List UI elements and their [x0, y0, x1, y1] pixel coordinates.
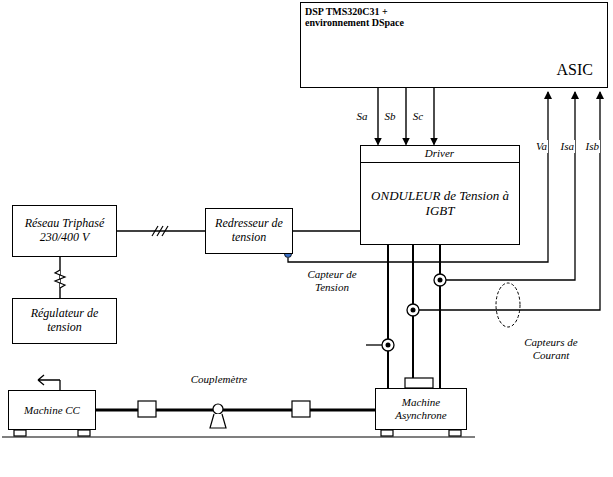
terminal-box — [405, 378, 433, 388]
link-zigzag — [55, 270, 65, 288]
machine-feet — [2, 430, 475, 437]
part-label: Capteurs de Courant — [515, 336, 587, 361]
connector — [293, 230, 360, 231]
regulator-box: Régulateur de tension — [12, 298, 117, 344]
signal-name: Isa — [553, 140, 575, 153]
signal-wire — [288, 92, 548, 262]
node-text: Machine CC — [24, 404, 80, 417]
signal-name: Isb — [578, 140, 600, 153]
connector — [439, 245, 441, 388]
load-arrow — [38, 375, 60, 390]
rectifier-box: Redresseur de tension — [205, 208, 293, 254]
connector — [117, 230, 205, 231]
dc-machine: Machine CC — [8, 390, 96, 430]
signal-name: Sa — [356, 110, 369, 123]
part-label: Capteur de Tension — [300, 268, 364, 293]
node-text: Régulateur de tension — [17, 307, 112, 335]
three-phase-ticks — [152, 226, 168, 236]
sensor-group-ellipse — [496, 283, 520, 327]
node-text: Réseau Triphasé 230/400 V — [17, 217, 112, 245]
node-text: DSP TMS320C31 + environnement DSpace — [305, 6, 435, 28]
connector — [433, 88, 434, 145]
inverter-box: ONDULEUR de Tension à IGBT Driver — [360, 145, 520, 245]
signal-name: Va — [526, 140, 548, 153]
signal-name: Sb — [384, 110, 397, 123]
sensor-dots — [386, 278, 443, 348]
node-text: Redresseur de tension — [210, 217, 288, 245]
controller-box: DSP TMS320C31 + environnement DSpaceASIC — [300, 2, 608, 88]
node-text: ASIC — [557, 61, 593, 79]
current-sensors — [382, 274, 446, 351]
driver-strip: Driver — [360, 145, 520, 163]
connector — [387, 245, 389, 388]
shaft-couplings — [138, 401, 310, 428]
connector — [377, 88, 378, 145]
signal-name: Sc — [412, 110, 424, 123]
grid-box: Réseau Triphasé 230/400 V — [12, 205, 117, 257]
node-text: Machine Asynchrone — [380, 396, 462, 421]
signal-wire — [366, 344, 382, 345]
part-label: Couplemètre — [185, 373, 253, 386]
node-text: ONDULEUR de Tension à IGBT — [365, 189, 515, 219]
node-text: Driver — [425, 147, 454, 160]
induction-machine: Machine Asynchrone — [375, 388, 467, 430]
connector — [405, 88, 406, 145]
